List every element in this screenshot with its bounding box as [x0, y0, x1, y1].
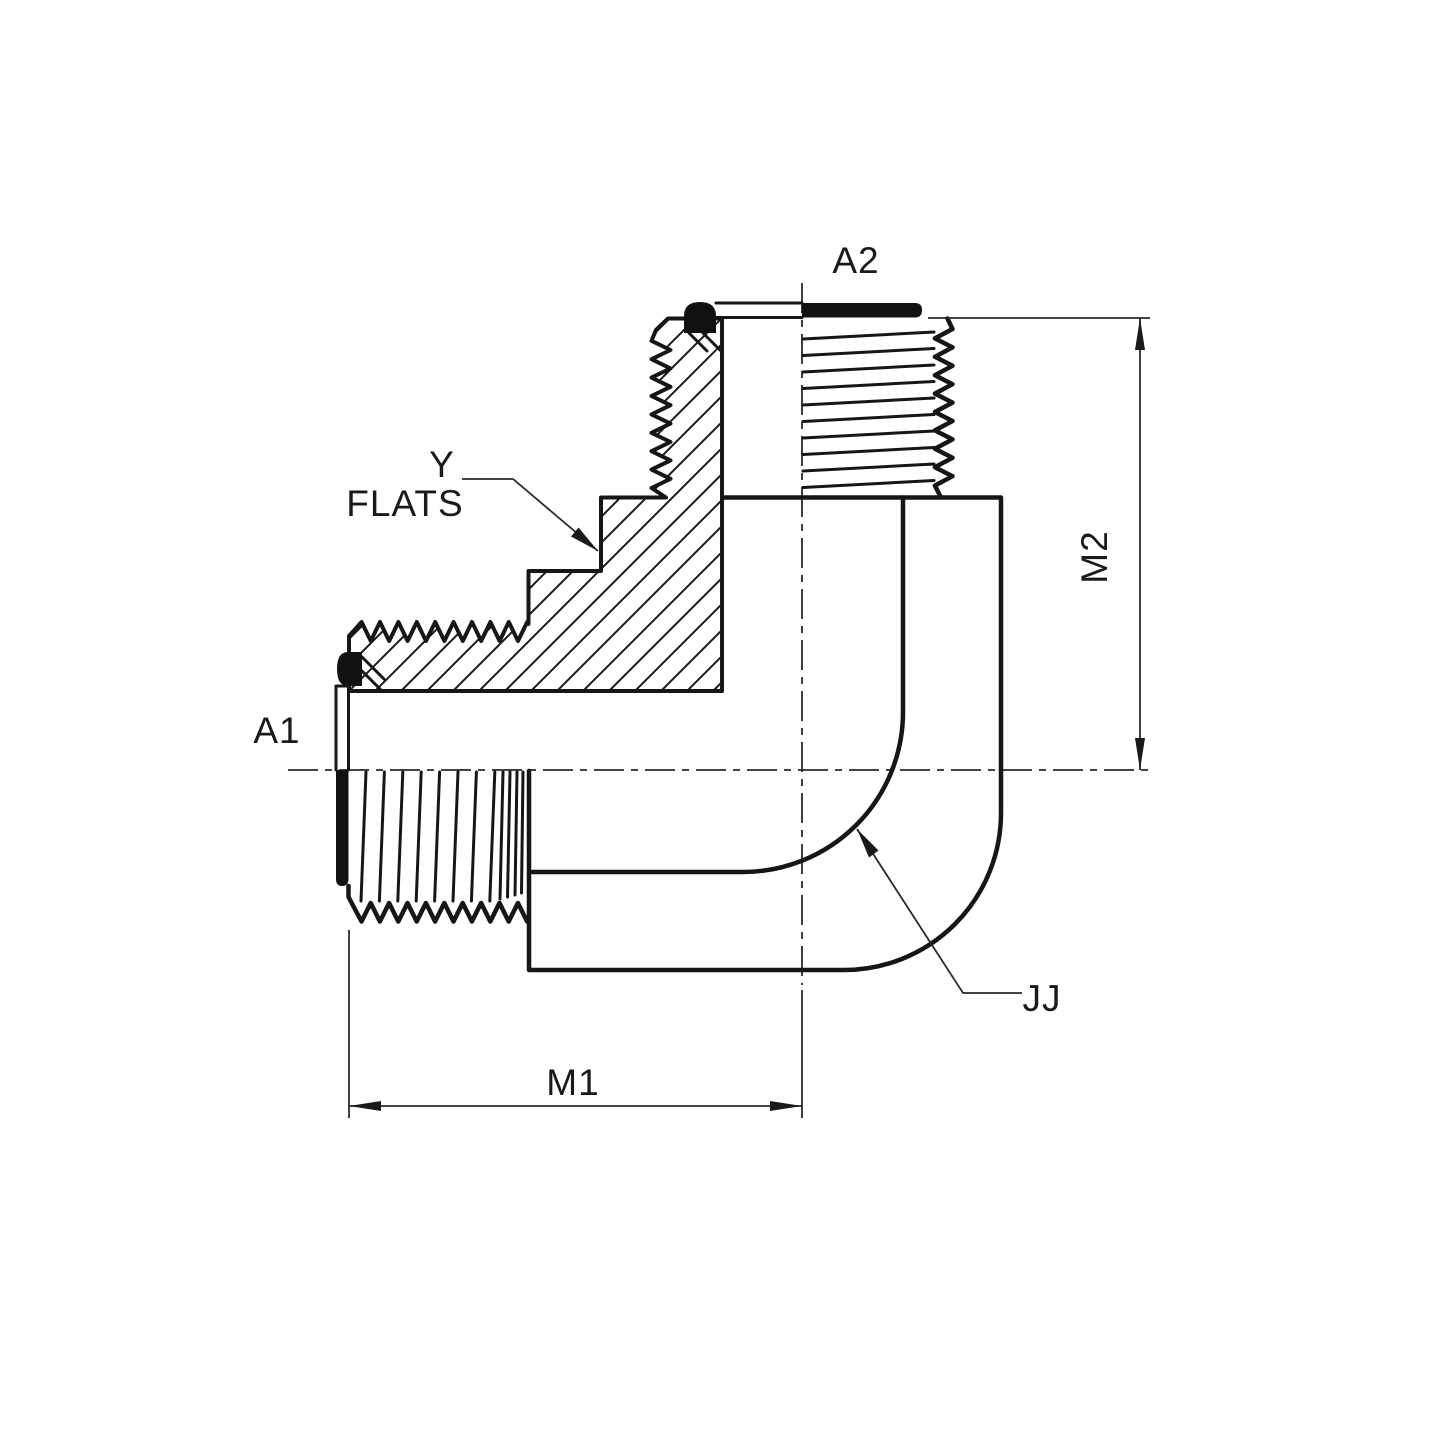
m1-arrow-left [349, 1101, 381, 1111]
top-port-threads [801, 316, 955, 500]
y-label: Y [429, 444, 455, 485]
jj-leader-line [856, 828, 1022, 994]
flats-callout: Y FLATS [346, 444, 599, 552]
left-oring-outline-band [334, 684, 350, 772]
jj-leader-arrow [857, 829, 879, 858]
m2-arrow-up [1135, 318, 1145, 350]
a2-label: A2 [832, 240, 879, 281]
left-oring-groove-lines [360, 655, 386, 693]
a1-label: A1 [253, 710, 300, 751]
top-thread-helix-lines [801, 330, 936, 489]
left-thread-crest [346, 883, 532, 924]
body-outline [526, 495, 1004, 973]
flats-leader-arrow [571, 527, 598, 551]
dimension-m1: M1 [348, 930, 803, 1118]
left-oring-section-blob [337, 652, 362, 686]
top-thread-crest [932, 316, 955, 500]
dimension-m2: M2 [928, 317, 1150, 770]
flats-label: FLATS [346, 483, 463, 524]
section-cut-region [347, 316, 724, 693]
top-oring-edge-band [802, 303, 922, 318]
left-oring-edge-band [336, 770, 349, 886]
body-outer-profile [526, 495, 1004, 973]
jj-callout: JJ [856, 828, 1062, 1019]
hatched-wall [347, 316, 724, 693]
left-port-threads [346, 770, 532, 924]
centerlines [288, 283, 1150, 985]
flats-leader-line [462, 478, 599, 552]
top-oring-groove-lines [687, 331, 723, 353]
top-oring-outline-band [714, 301, 804, 319]
jj-label: JJ [1023, 978, 1062, 1019]
body-inner-silhouette [527, 495, 906, 875]
o-rings [334, 301, 922, 886]
m1-label: M1 [546, 1062, 599, 1103]
m2-arrow-down [1135, 738, 1145, 770]
left-thread-flank-lines [359, 770, 525, 903]
m2-label: M2 [1074, 530, 1115, 583]
m1-arrow-right [770, 1101, 802, 1111]
top-oring-section-blob [684, 302, 716, 333]
